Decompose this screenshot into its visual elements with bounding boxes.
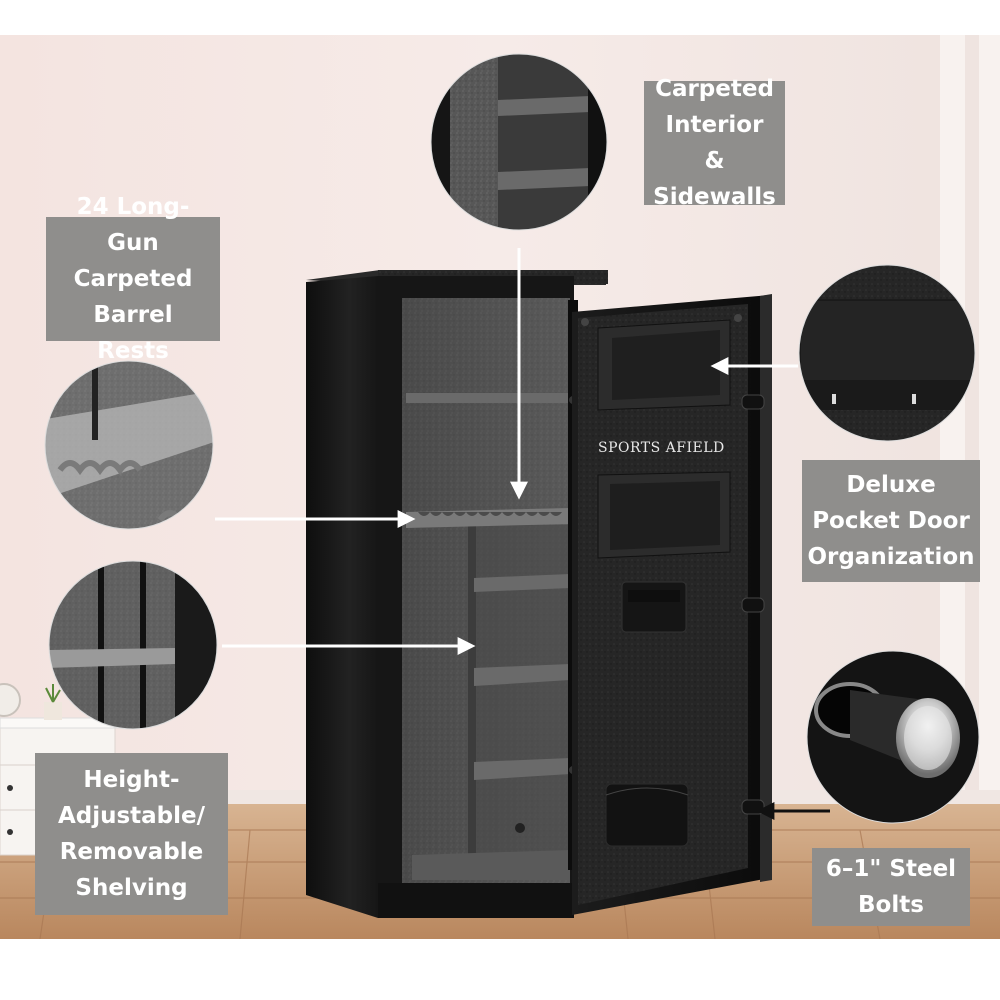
detail-pocket-door-circle [799,265,975,441]
callout-shelving-line1: Height- [83,767,180,793]
callout-pocket-door-line2: Pocket Door [812,508,970,534]
callout-barrel-rests-line3: Barrel Rests [93,302,173,364]
callout-steel-bolts-line2: Bolts [858,892,924,918]
callout-steel-bolts-line1: 6–1" Steel [825,856,957,882]
callout-interior: Carpeted Interior & Sidewalls [644,76,785,210]
callout-interior-line2: Interior & [665,112,764,174]
safe-door: SPORTS AFIELD [572,294,772,915]
callout-barrel-rests-line2: Carpeted [73,266,193,292]
callout-shelving-line3: Removable [59,839,204,865]
callout-pocket-door-line3: Organization [807,544,975,570]
callout-pocket-door: Deluxe Pocket Door Organization [802,460,980,582]
gun-safe [306,270,608,918]
detail-steel-bolts-circle [807,651,979,823]
brand-logo: SPORTS AFIELD [598,440,725,456]
callout-shelving: Height- Adjustable/ Removable Shelving [35,753,228,915]
callout-shelving-line4: Shelving [75,875,188,901]
callout-barrel-rests-line1: 24 Long-Gun [76,194,190,256]
callout-interior-line1: Carpeted [655,76,774,102]
detail-shelving-circle [49,561,217,729]
callout-interior-line3: Sidewalls [653,184,776,210]
callout-pocket-door-line1: Deluxe [846,472,936,498]
callout-arrows [215,248,830,820]
callout-steel-bolts: 6–1" Steel Bolts [812,848,970,926]
callout-barrel-rests: 24 Long-Gun Carpeted Barrel Rests [46,194,220,364]
callout-shelving-line2: Adjustable/ [57,803,206,829]
